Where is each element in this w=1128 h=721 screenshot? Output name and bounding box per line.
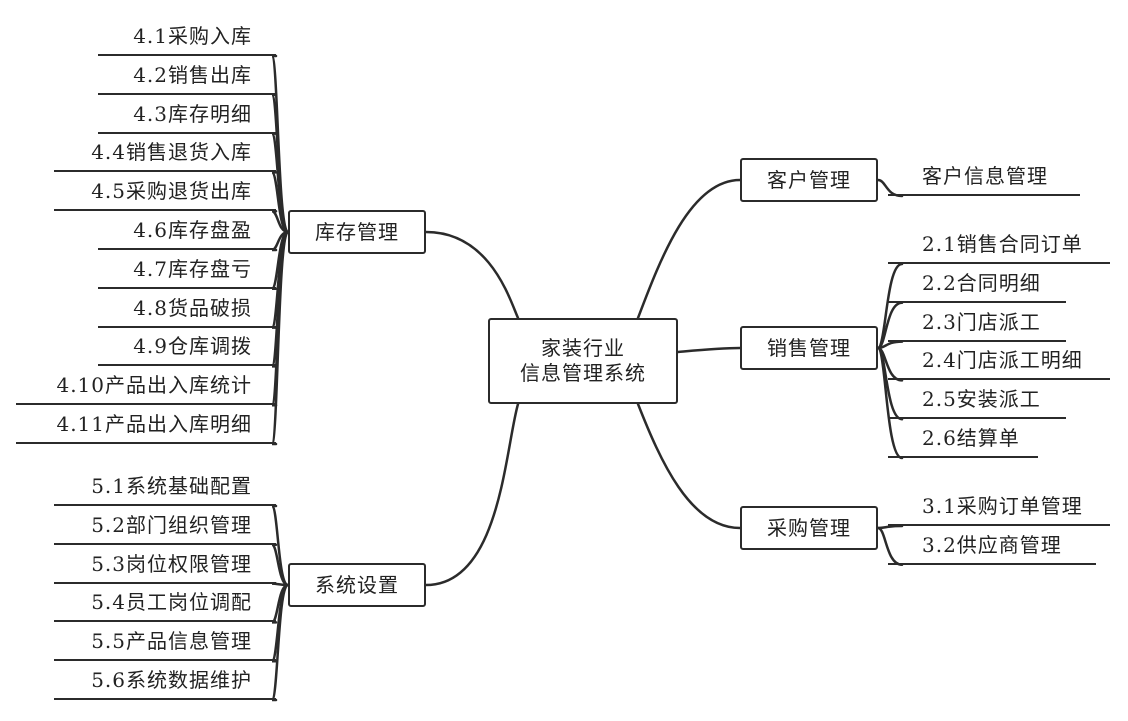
central-topic[interactable]: 家装行业 信息管理系统: [488, 318, 678, 404]
purchase-leaf[interactable]: 3.2供应商管理: [888, 527, 1096, 565]
branch-customer[interactable]: 客户管理: [740, 158, 878, 202]
branch-purchase[interactable]: 采购管理: [740, 506, 878, 550]
link-sales-leaf: [876, 346, 904, 460]
link-settings-leaf: [270, 543, 290, 587]
branch-sales[interactable]: 销售管理: [740, 326, 878, 370]
customer-leaf[interactable]: 客户信息管理: [888, 158, 1080, 196]
inventory-leaf[interactable]: 4.5采购退货出库: [54, 173, 276, 212]
link-center-settings: [424, 402, 520, 587]
central-topic-line2: 信息管理系统: [520, 361, 646, 385]
inventory-leaf[interactable]: 4.9仓库调拨: [98, 328, 276, 367]
sales-leaf[interactable]: 2.3门店派工: [888, 304, 1066, 342]
sales-leaf[interactable]: 2.4门店派工明细: [888, 342, 1110, 381]
inventory-leaf[interactable]: 4.10产品出入库统计: [16, 367, 276, 406]
sales-leaf[interactable]: 2.6结算单: [888, 420, 1038, 458]
inventory-leaf[interactable]: 4.4销售退货入库: [54, 134, 276, 173]
sales-leaf[interactable]: 2.1销售合同订单: [888, 226, 1110, 264]
branch-settings[interactable]: 系统设置: [288, 563, 426, 607]
purchase-leaf[interactable]: 3.1采购订单管理: [888, 488, 1110, 526]
inventory-leaf[interactable]: 4.2销售出库: [98, 57, 276, 95]
sales-leaf[interactable]: 2.2合同明细: [888, 265, 1066, 303]
link-center-sales: [676, 346, 742, 354]
central-topic-line1: 家装行业: [541, 336, 625, 360]
inventory-leaf[interactable]: 4.1采购入库: [98, 18, 276, 56]
branch-inventory[interactable]: 库存管理: [288, 210, 426, 254]
sales-leaf[interactable]: 2.5安装派工: [888, 381, 1066, 420]
settings-leaf[interactable]: 5.4员工岗位调配: [54, 584, 276, 623]
inventory-leaf[interactable]: 4.8货品破损: [98, 290, 276, 328]
settings-leaf[interactable]: 5.5产品信息管理: [54, 623, 276, 662]
link-center-purchase: [636, 402, 742, 530]
settings-leaf[interactable]: 5.3岗位权限管理: [54, 546, 276, 584]
link-center-customer: [636, 178, 742, 320]
settings-leaf[interactable]: 5.6系统数据维护: [54, 662, 276, 700]
inventory-leaf[interactable]: 4.7库存盘亏: [98, 251, 276, 289]
link-inventory-leaf: [270, 230, 290, 446]
link-center-inventory: [424, 230, 520, 320]
inventory-leaf[interactable]: 4.3库存明细: [98, 96, 276, 134]
inventory-leaf[interactable]: 4.11产品出入库明细: [16, 406, 276, 444]
inventory-leaf[interactable]: 4.6库存盘盈: [98, 212, 276, 250]
settings-leaf[interactable]: 5.1系统基础配置: [54, 468, 276, 506]
settings-leaf[interactable]: 5.2部门组织管理: [54, 507, 276, 545]
